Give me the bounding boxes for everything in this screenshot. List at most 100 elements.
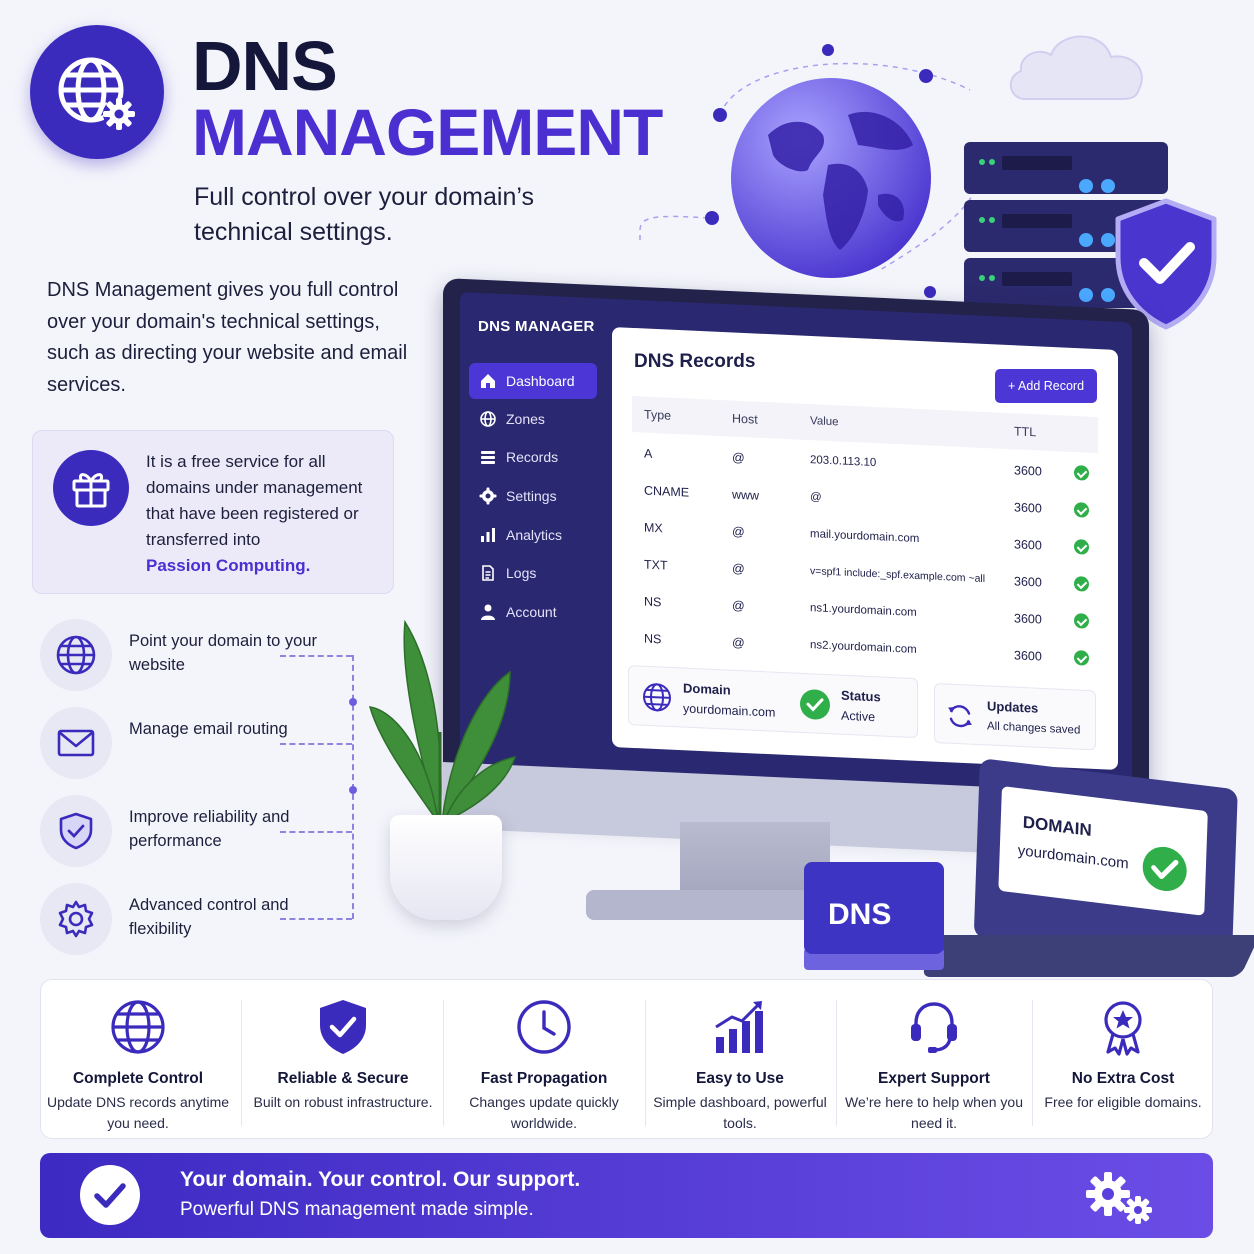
record-type: MX <box>644 520 663 536</box>
gear-icon <box>58 900 94 938</box>
record-ttl: 3600 <box>1014 500 1042 516</box>
record-value: v=spf1 include:_spf.example.com ~all <box>810 565 986 586</box>
banner-headline: Your domain. Your control. Our support. <box>180 1168 581 1191</box>
record-host: @ <box>732 561 745 577</box>
sidebar-item-label: Records <box>506 449 559 465</box>
feature-card-cost: No Extra Cost Free for eligible domains. <box>1023 985 1223 1113</box>
feature-desc: Changes update quickly worldwide. <box>469 1094 619 1131</box>
feature-icon-circle <box>40 883 112 955</box>
sidebar-item-logs[interactable]: Logs <box>469 555 597 591</box>
sidebar-item-label: Settings <box>506 488 557 504</box>
check-badge <box>80 1165 140 1225</box>
feature-card-easy: Easy to Use Simple dashboard, powerful t… <box>640 985 840 1134</box>
record-type: A <box>644 446 653 461</box>
check-icon <box>1074 576 1089 592</box>
page-title-line2: MANAGEMENT <box>192 95 663 169</box>
sidebar-item-zones[interactable]: Zones <box>469 401 597 437</box>
check-icon <box>94 1183 126 1208</box>
record-type: TXT <box>644 557 668 573</box>
feature-title: Complete Control <box>72 1070 204 1087</box>
brand-name: Passion Computing. <box>146 556 311 575</box>
feature-desc: We’re here to help when you need it. <box>845 1094 1023 1131</box>
record-type: CNAME <box>644 483 690 500</box>
record-host: @ <box>732 450 745 466</box>
sidebar-item-records[interactable]: Records <box>469 439 597 475</box>
connector-line <box>280 655 352 657</box>
tagline-banner <box>40 1153 1213 1238</box>
globe-icon <box>480 411 496 427</box>
feature-icon-circle <box>40 619 112 691</box>
feature-desc: Built on robust infrastructure. <box>253 1094 433 1110</box>
sidebar-item-dashboard[interactable]: Dashboard <box>469 363 597 399</box>
document-icon <box>482 565 494 581</box>
sidebar-item-label: Analytics <box>506 527 563 543</box>
dns-block-label: DNS <box>828 898 892 931</box>
list-icon <box>481 451 495 464</box>
bar-chart-icon <box>481 528 495 542</box>
domain-value: yourdomain.com <box>683 701 776 720</box>
check-icon <box>1074 465 1089 481</box>
column-header: Type <box>644 407 672 423</box>
feature-text: Advanced control and flexibility <box>129 896 289 938</box>
globe-icon <box>643 683 671 712</box>
sidebar-item-label: Dashboard <box>506 373 575 389</box>
sidebar-item-label: Zones <box>506 411 545 427</box>
connector-dots <box>349 698 357 794</box>
user-icon <box>481 604 495 620</box>
check-icon <box>1074 613 1089 629</box>
check-icon <box>1074 650 1089 666</box>
sidebar-item-account[interactable]: Account <box>469 594 597 630</box>
record-value: 203.0.113.10 <box>810 454 877 470</box>
check-circle-icon <box>1142 846 1187 892</box>
sidebar-item-label: Account <box>506 604 557 620</box>
record-type: NS <box>644 594 662 610</box>
home-icon <box>481 374 495 388</box>
check-icon <box>1074 539 1089 555</box>
record-type: NS <box>644 631 662 647</box>
divider <box>241 1000 242 1126</box>
gears-icon <box>1086 1172 1152 1224</box>
record-host: @ <box>732 598 745 614</box>
gear-icon <box>479 487 497 505</box>
sidebar-item-analytics[interactable]: Analytics <box>469 517 597 553</box>
feature-icon-circle <box>40 707 112 779</box>
record-ttl: 3600 <box>1014 537 1042 553</box>
laptop-keyboard <box>920 935 1254 977</box>
shield-check-icon <box>59 812 93 850</box>
features-bar <box>40 979 1213 1139</box>
add-record-button[interactable]: + Add Record <box>995 369 1097 403</box>
record-host: @ <box>732 635 745 651</box>
feature-item-advanced: Advanced control and flexibility <box>40 883 340 955</box>
record-ttl: 3600 <box>1014 611 1042 627</box>
record-ttl: 3600 <box>1014 574 1042 590</box>
feature-desc: Simple dashboard, powerful tools. <box>653 1094 827 1131</box>
sidebar-item-settings[interactable]: Settings <box>469 478 597 514</box>
check-icon <box>1074 502 1089 518</box>
feature-title: Reliable & Secure <box>277 1070 409 1087</box>
connector-line <box>280 743 352 745</box>
connector-line <box>280 831 352 833</box>
headset-icon <box>911 1002 957 1053</box>
award-badge-icon <box>1104 1001 1142 1056</box>
mail-icon <box>57 729 95 757</box>
column-header: Value <box>810 415 839 429</box>
cloud-icon <box>1010 35 1143 100</box>
free-service-description: It is a free service for all domains und… <box>146 452 363 549</box>
divider <box>645 1000 646 1126</box>
status-check-icon <box>800 689 830 720</box>
laptop-domain-label: DOMAIN <box>1022 812 1093 840</box>
feature-title: Easy to Use <box>696 1070 784 1087</box>
globe-gear-icon <box>58 57 135 130</box>
page-subtitle: Full control over your domain’s technica… <box>194 183 534 246</box>
feature-item-website: Point your domain to your website <box>40 619 340 691</box>
record-value: @ <box>810 491 822 504</box>
domain-label: Domain <box>683 680 731 698</box>
feature-item-email: Manage email routing <box>40 707 340 779</box>
globe-illustration <box>731 78 931 278</box>
gift-icon <box>72 473 110 508</box>
updates-card: Updates All changes saved <box>934 683 1096 751</box>
column-header: TTL <box>1014 424 1037 440</box>
feature-desc: Update DNS records anytime you need. <box>46 1094 230 1131</box>
feature-text: Manage email routing <box>129 720 288 738</box>
panel-title: DNS Records <box>634 351 756 372</box>
